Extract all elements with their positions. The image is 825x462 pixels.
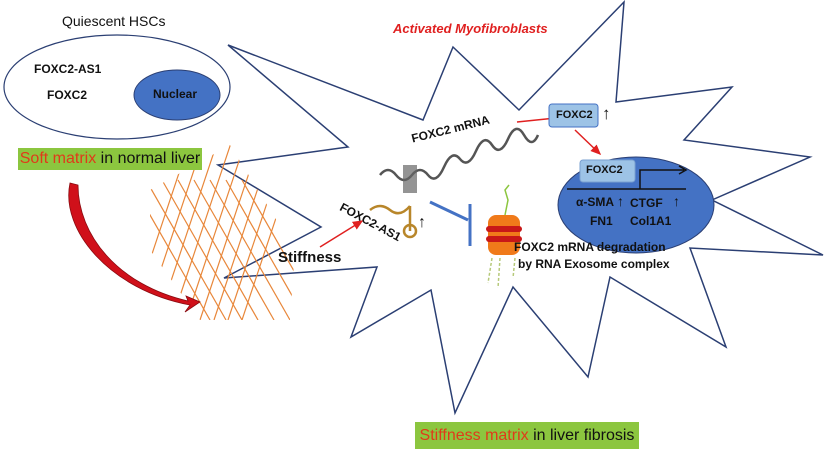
quiescent-cell <box>3 34 231 140</box>
quiescent-gene-foxc2-as1: FOXC2-AS1 <box>34 62 102 76</box>
stiffness-matrix-rest: in liver fibrosis <box>528 426 635 444</box>
inhibition-line <box>429 200 469 222</box>
quiescent-title: Quiescent HSCs <box>62 13 166 29</box>
matrix-fiber <box>241 145 295 320</box>
gene-fn1: FN1 <box>590 214 613 228</box>
stiffness-matrix-highlight: Stiffness matrix <box>419 426 529 444</box>
gene-ctgf: CTGF <box>630 196 663 210</box>
activated-cell-outline <box>215 0 824 416</box>
matrix-fiber <box>150 179 227 320</box>
asma-up-arrow: ↑ <box>617 193 624 209</box>
stiffness-matrix-label: Stiffness matrix in liver fibrosis <box>415 422 639 449</box>
foxc2-protein-label: FOXC2 <box>556 109 593 121</box>
quiescent-gene-foxc2: FOXC2 <box>47 88 88 102</box>
soft-matrix-rest: in normal liver <box>96 150 201 167</box>
foxc2-as1-up-arrow: ↑ <box>418 214 426 231</box>
duplex-region <box>403 165 417 193</box>
nuclear-foxc2-box <box>579 159 636 183</box>
stiffness-label: Stiffness <box>278 249 342 266</box>
exosome-complex-icon <box>486 184 522 289</box>
nucleus-label: Nuclear <box>153 87 198 101</box>
soft-matrix-label: Soft matrix in normal liver <box>18 148 202 170</box>
gene-asma: α-SMA <box>576 195 615 209</box>
degradation-line1: FOXC2 mRNA degradation <box>514 240 666 254</box>
ctgf-up-arrow: ↑ <box>673 193 680 209</box>
transition-arrow <box>68 182 201 313</box>
soft-matrix-highlight: Soft matrix <box>19 150 97 167</box>
matrix-fiber <box>209 179 291 320</box>
gene-col1a1: Col1A1 <box>630 214 672 228</box>
activated-title: Activated Myofibroblasts <box>393 21 548 36</box>
foxc2-up-arrow: ↑ <box>602 104 611 123</box>
foxc2-protein-box <box>548 103 599 128</box>
matrix-fiber <box>177 179 259 320</box>
matrix-fiber <box>193 179 275 320</box>
transcription-start-arrow <box>639 165 688 189</box>
matrix-fiber <box>171 145 233 320</box>
nuclear-import-arrow <box>574 129 602 156</box>
matrix-fiber <box>150 179 211 320</box>
matrix-fiber <box>185 145 247 320</box>
matrix-fiber <box>161 179 243 320</box>
degradation-line2: by RNA Exosome complex <box>518 257 670 271</box>
lncrna-strand <box>369 204 418 239</box>
quiescent-nucleus <box>133 69 221 121</box>
matrix-fiber <box>241 179 295 320</box>
nuclear-foxc2-label: FOXC2 <box>586 164 623 176</box>
stiffness-arrow <box>319 220 364 248</box>
